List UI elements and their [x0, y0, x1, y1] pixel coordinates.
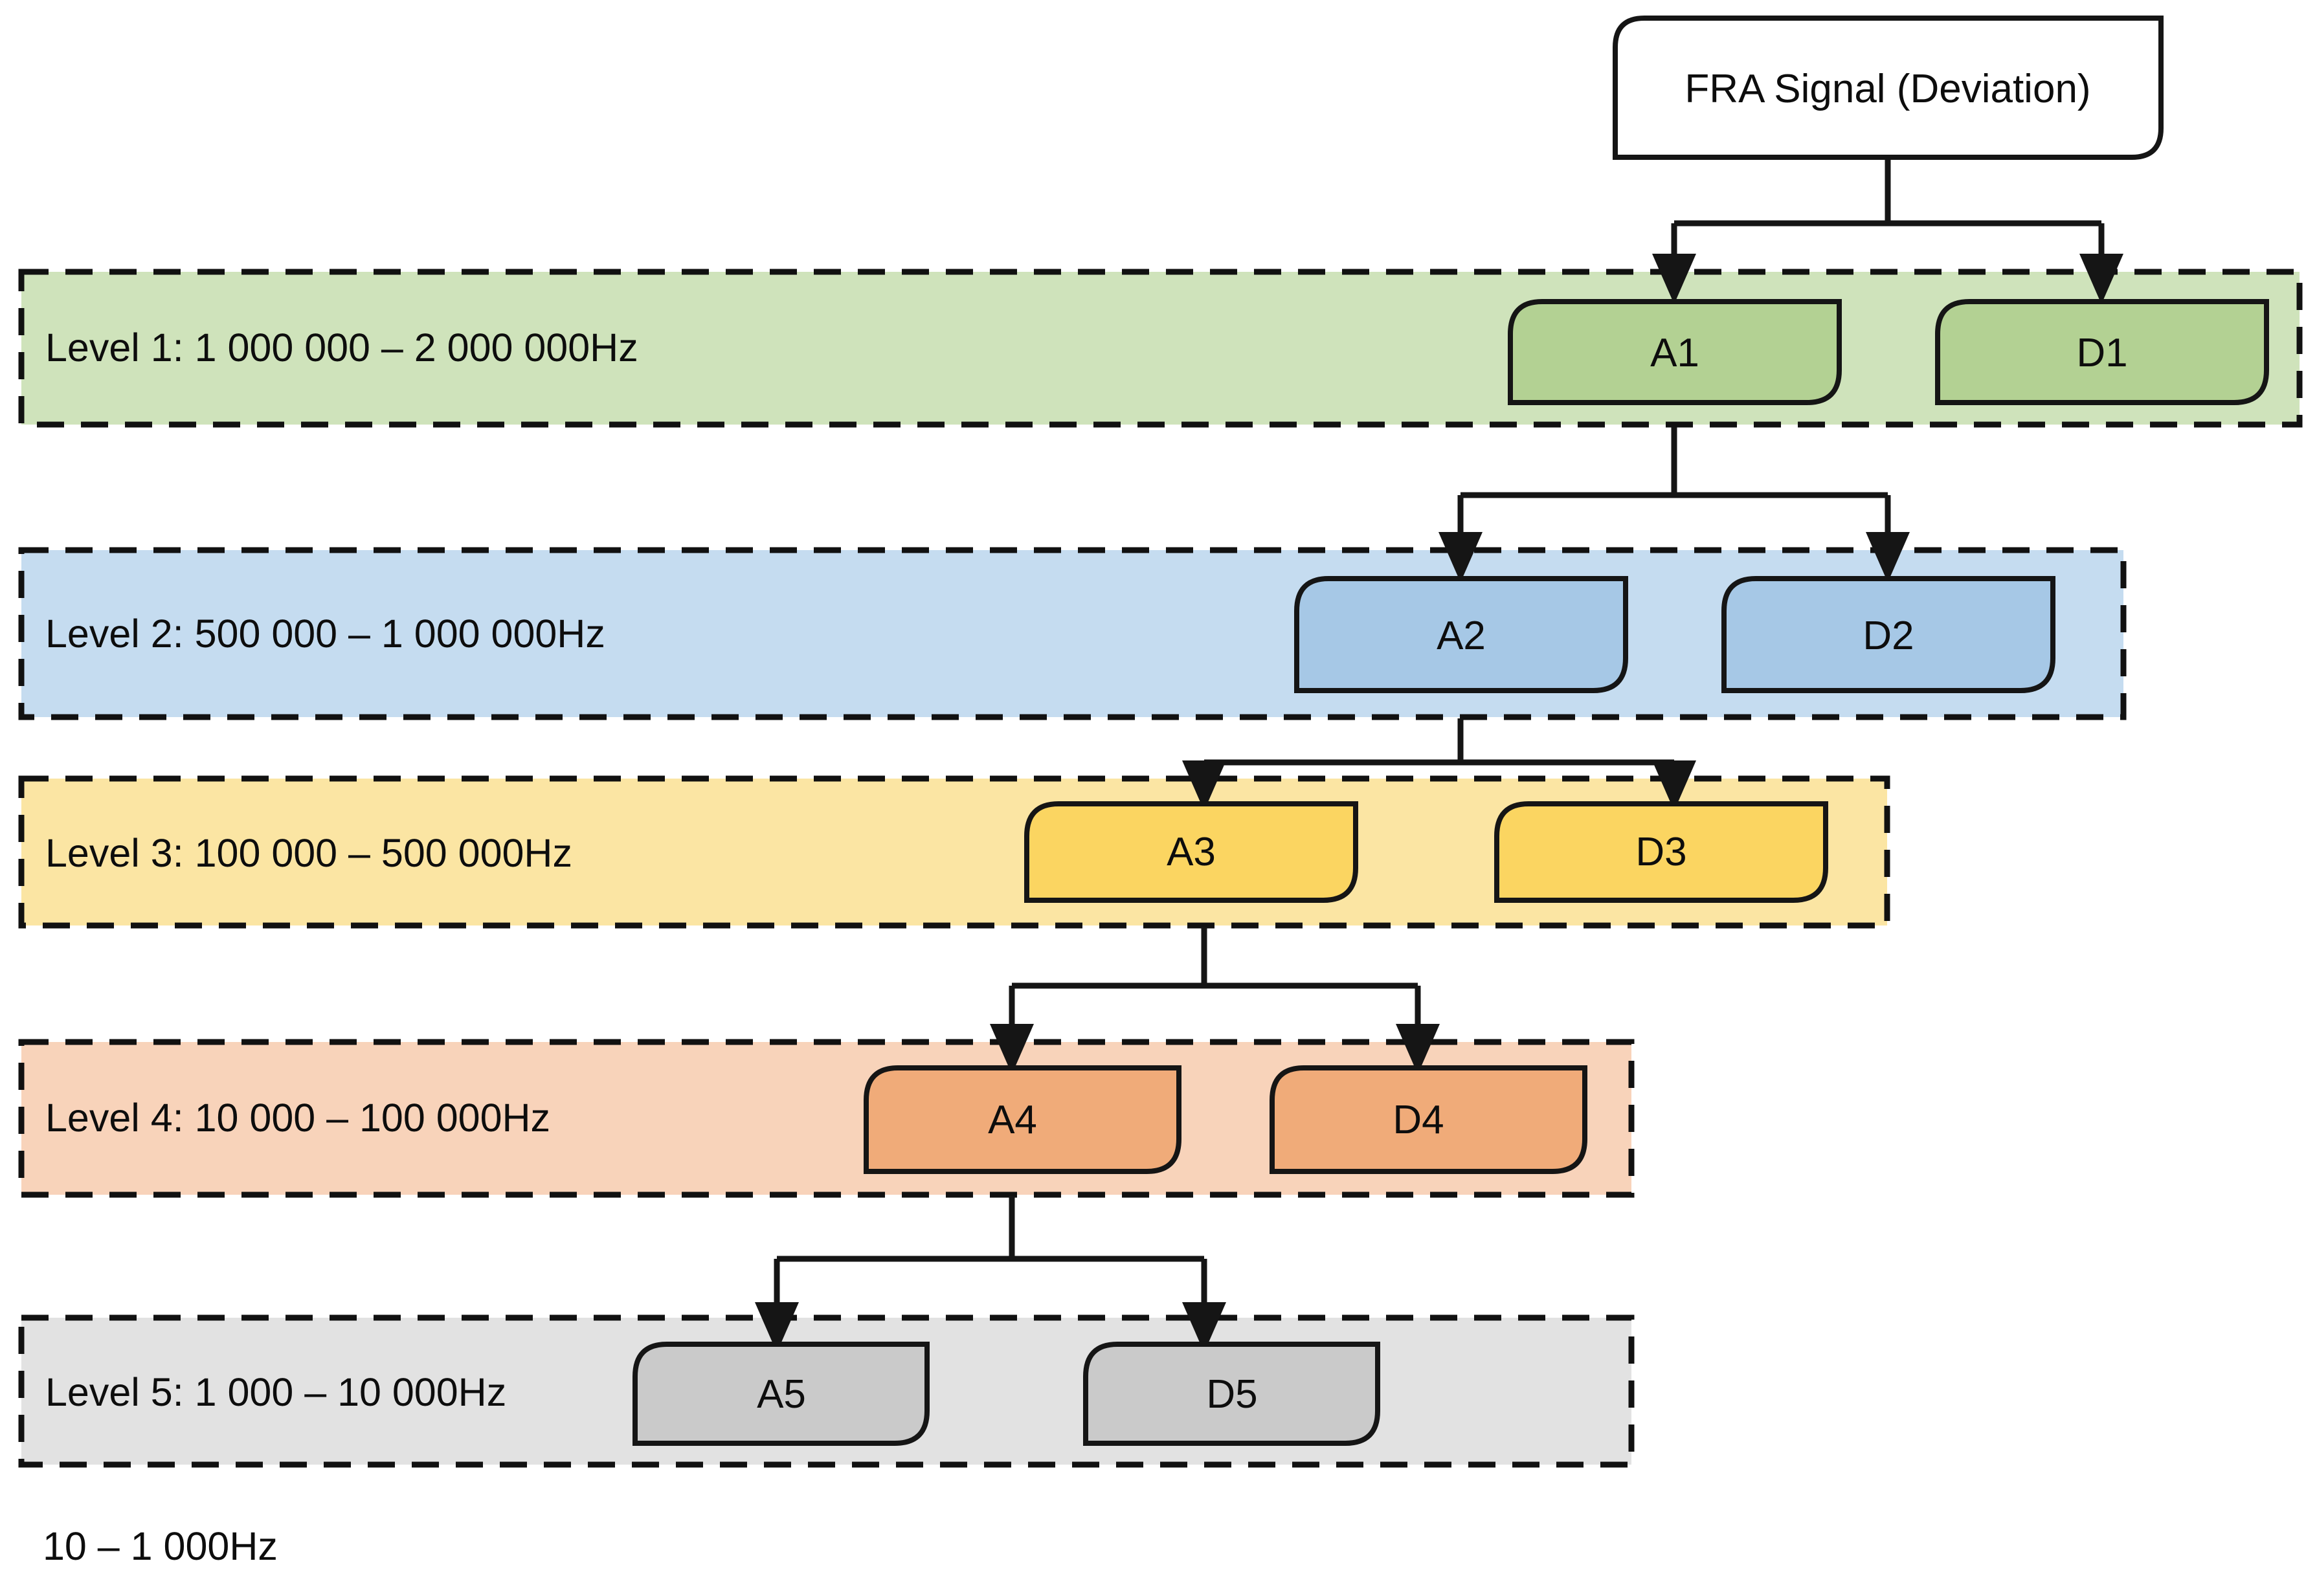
arrow-head-a2: [1438, 532, 1483, 582]
level-band-4-label: Level 4: 10 000 – 100 000Hz: [45, 1096, 550, 1140]
connector-line-a1: [1457, 427, 1891, 553]
band-label-group: Level 1: 1 000 000 – 2 000 000Hz Level 2…: [45, 326, 638, 1414]
level-band-1: [18, 269, 2303, 428]
connector-line-a2: [1201, 718, 1677, 783]
node-a5-label: A5: [757, 1372, 806, 1417]
node-a4-label: A4: [988, 1098, 1037, 1142]
node-a5-shape: [632, 1342, 930, 1446]
arrow-head-d3: [1652, 760, 1696, 811]
node-d3-label: D3: [1635, 830, 1686, 874]
connector-line-root: [1671, 159, 2105, 275]
arrow-head-a5: [755, 1302, 799, 1353]
node-a3-shape: [1024, 801, 1358, 903]
arrow-head-a3: [1182, 760, 1226, 811]
residual-band-label: 10 – 1 000Hz: [43, 1524, 278, 1568]
arrow-head-d5: [1182, 1302, 1226, 1353]
fra-signal-node-label: FRA Signal (Deviation): [1685, 67, 2090, 111]
node-d2-shape: [1721, 576, 2055, 693]
connector-line-a3: [1009, 927, 1421, 1045]
node-a1-shape: [1508, 299, 1842, 405]
level-band-5-label: Level 5: 1 000 – 10 000Hz: [45, 1370, 506, 1414]
node-d2-label: D2: [1863, 614, 1914, 658]
level-band-1-label: Level 1: 1 000 000 – 2 000 000Hz: [45, 326, 638, 370]
connector-a4-to-level5: [755, 1196, 1226, 1353]
node-a1[interactable]: A1: [1508, 299, 1842, 405]
fra-signal-node-shape: [1613, 16, 2164, 160]
node-a3-label: A3: [1167, 830, 1216, 874]
node-d4[interactable]: D4: [1270, 1065, 1587, 1174]
node-a4[interactable]: A4: [864, 1065, 1181, 1174]
connector-line-a4: [774, 1196, 1207, 1320]
node-d5-shape: [1083, 1342, 1380, 1446]
node-d3-shape: [1494, 801, 1828, 903]
node-d2[interactable]: D2: [1721, 576, 2055, 693]
arrow-head-a1: [1652, 254, 1696, 304]
node-a3[interactable]: A3: [1024, 801, 1358, 903]
arrow-head-d1: [2079, 254, 2123, 304]
arrow-head-a4: [990, 1024, 1034, 1074]
fra-signal-node[interactable]: FRA Signal (Deviation): [1613, 16, 2164, 160]
node-d5[interactable]: D5: [1083, 1342, 1380, 1446]
node-d4-label: D4: [1393, 1098, 1444, 1142]
node-a4-shape: [864, 1065, 1181, 1174]
connector-a3-to-level4: [990, 927, 1440, 1074]
node-d1-shape: [1935, 299, 2269, 405]
node-a2-shape: [1294, 576, 1628, 693]
node-d4-shape: [1270, 1065, 1587, 1174]
connector-a2-to-level3: [1182, 718, 1696, 811]
connector-a1-to-level2: [1438, 427, 1910, 582]
node-a2-label: A2: [1437, 614, 1486, 658]
node-a1-label: A1: [1650, 331, 1699, 375]
node-d1[interactable]: D1: [1935, 299, 2269, 405]
node-a2[interactable]: A2: [1294, 576, 1628, 693]
connector-root-to-level1: [1652, 159, 2123, 304]
node-d3[interactable]: D3: [1494, 801, 1828, 903]
level-band-2-label: Level 2: 500 000 – 1 000 000Hz: [45, 612, 605, 656]
arrow-head-d4: [1396, 1024, 1440, 1074]
level-band-3-label: Level 3: 100 000 – 500 000Hz: [45, 831, 572, 875]
node-d1-label: D1: [2076, 331, 2127, 375]
arrow-head-d2: [1866, 532, 1910, 582]
node-a5[interactable]: A5: [632, 1342, 930, 1446]
node-d5-label: D5: [1206, 1372, 1257, 1417]
